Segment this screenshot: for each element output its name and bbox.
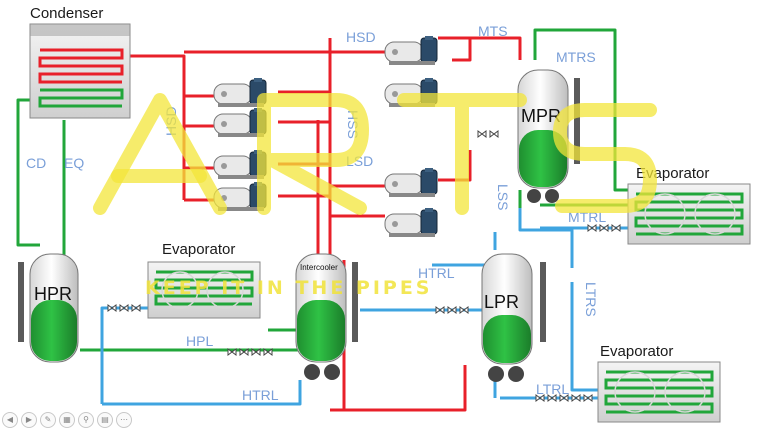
watermark-logo: KEEP IT IN THE PIPES: [93, 93, 657, 299]
subtitle-icon[interactable]: ▤: [97, 412, 113, 428]
lpr-label: LPR: [484, 292, 519, 312]
hsd-top-label: HSD: [346, 29, 376, 45]
mpr-vessel: [517, 69, 580, 203]
hpr-label: HPR: [34, 284, 72, 304]
evaporator-center-label: Evaporator: [162, 241, 235, 258]
evaporator-right-bottom-label: Evaporator: [600, 343, 673, 360]
hpr-vessel: [18, 253, 79, 363]
intercooler-vessel: [295, 253, 358, 380]
ltrl-label: LTRL: [536, 381, 569, 397]
slide-toolbar: ◀ ▶ ✎ ▦ ⚲ ▤ ⋯: [2, 412, 132, 428]
cd-label: CD: [26, 155, 46, 171]
lpr-vessel: [481, 253, 546, 382]
zoom-icon[interactable]: ⚲: [78, 412, 94, 428]
ltrs-label: LTRS: [583, 282, 599, 317]
evaporator-right-bottom: [597, 361, 721, 423]
condenser: [29, 23, 131, 119]
next-icon[interactable]: ▶: [21, 412, 37, 428]
lss-label: LSS: [495, 184, 511, 210]
intercooler-label: Intercooler: [300, 263, 338, 272]
eq-label: EQ: [64, 155, 84, 171]
more-icon[interactable]: ⋯: [116, 412, 132, 428]
condenser-label: Condenser: [30, 5, 103, 22]
pen-icon[interactable]: ✎: [40, 412, 56, 428]
mtrs-label: MTRS: [556, 49, 596, 65]
slides-icon[interactable]: ▦: [59, 412, 75, 428]
htrl-bottom-label: HTRL: [242, 387, 279, 403]
evaporator-center: [147, 261, 261, 319]
htrl-mid-label: HTRL: [418, 265, 455, 281]
mpr-label: MPR: [521, 106, 561, 126]
mts-label: MTS: [478, 23, 508, 39]
hpl-label: HPL: [186, 333, 213, 349]
prev-icon[interactable]: ◀: [2, 412, 18, 428]
low-stage-compressors: [384, 167, 438, 238]
watermark-tagline: KEEP IT IN THE PIPES: [145, 277, 433, 299]
